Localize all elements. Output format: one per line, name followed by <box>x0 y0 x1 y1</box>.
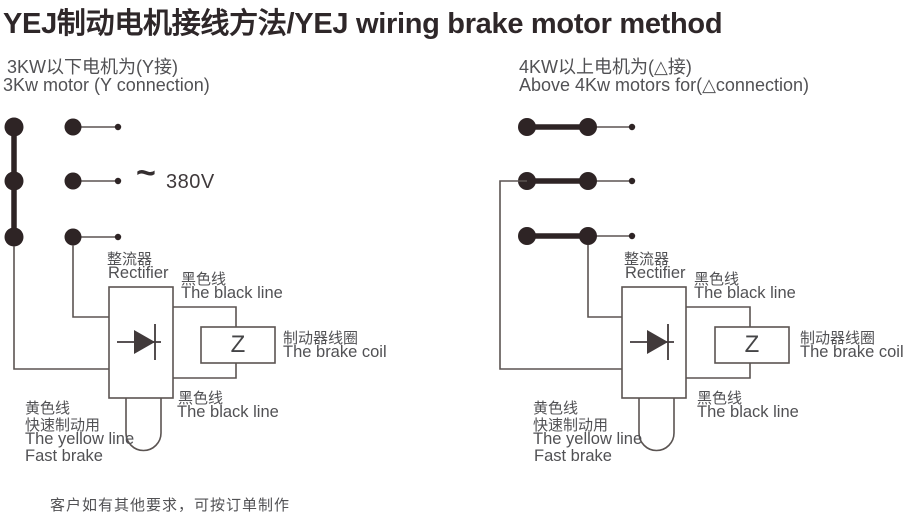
left-yellow-line-label-zh: 黄色线 <box>25 400 71 417</box>
right-brake-coil-label-en: The brake coil <box>800 343 904 361</box>
left-brake-coil-label-en: The brake coil <box>283 343 387 361</box>
left-yellow-line-use-label-zh: 快速制动用 <box>25 417 101 434</box>
right-heading-zh: 4KW以上电机为(△接) <box>519 57 692 77</box>
brake-coil-box <box>714 326 790 364</box>
right-black-line-bottom-label-zh: 黑色线 <box>697 390 743 407</box>
left-yellow-line-use-label-en: Fast brake <box>25 447 103 465</box>
brake-coil-box <box>200 326 276 364</box>
left-heading-zh: 3KW以下电机为(Y接) <box>7 57 178 77</box>
black-line-top-wire <box>173 306 237 327</box>
y-connection-diagram <box>4 117 276 452</box>
footer-note: 客户如有其他要求，可按订单制作 <box>50 497 291 514</box>
black-line-bottom-wire <box>173 363 237 379</box>
right-yellow-line-use-label-zh: 快速制动用 <box>533 417 609 434</box>
right-heading-en: Above 4Kw motors for(△connection) <box>519 75 809 95</box>
left-black-line-bottom-label-zh: 黑色线 <box>178 390 224 407</box>
left-yellow-line-label-en: The yellow line <box>25 430 135 448</box>
ac-symbol: ~ <box>136 154 156 192</box>
wire-terminal-to-rectifier-top <box>72 245 109 318</box>
left-black-line-top-label-zh: 黑色线 <box>181 271 227 288</box>
voltage-label: 380V <box>166 171 215 193</box>
right-black-line-top-label-en: The black line <box>694 284 796 302</box>
black-line-bottom-wire <box>686 363 751 379</box>
right-yellow-line-use-label-en: Fast brake <box>534 447 612 465</box>
left-brake-coil-mark: Z <box>230 331 246 358</box>
left-black-line-top-label-en: The black line <box>181 284 283 302</box>
delta-shorting-bars <box>527 124 588 239</box>
right-black-line-top-label-zh: 黑色线 <box>694 271 740 288</box>
right-rectifier-label-zh: 整流器 <box>624 251 670 268</box>
page-title: YEJ制动电机接线方法/YEJ wiring brake motor metho… <box>3 8 723 40</box>
left-heading-en: 3Kw motor (Y connection) <box>3 75 210 95</box>
left-rectifier-label-zh: 整流器 <box>107 251 153 268</box>
right-brake-coil-label-zh: 制动器线圈 <box>800 330 876 347</box>
left-black-line-bottom-label-en: The black line <box>177 403 279 421</box>
wire-terminal-to-rectifier-top <box>587 245 622 318</box>
black-line-top-wire <box>686 306 751 327</box>
right-black-line-bottom-label-en: The black line <box>697 403 799 421</box>
right-rectifier-label-en: Rectifier <box>625 264 686 282</box>
right-yellow-line-label-en: The yellow line <box>533 430 643 448</box>
terminal-dots <box>518 118 636 245</box>
wire-terminal-to-rectifier-bottom <box>499 180 622 370</box>
delta-connection-diagram <box>499 118 790 452</box>
wire-terminal-to-rectifier-bottom <box>13 246 109 370</box>
right-brake-coil-mark: Z <box>744 331 760 358</box>
terminal-dots <box>4 117 122 247</box>
diode-icon <box>117 324 161 360</box>
diode-icon <box>630 324 674 360</box>
yellow-line-loop <box>638 398 675 452</box>
left-rectifier-label-en: Rectifier <box>108 264 169 282</box>
right-yellow-line-label-zh: 黄色线 <box>533 400 579 417</box>
left-brake-coil-label-zh: 制动器线圈 <box>283 330 359 347</box>
yellow-line-loop <box>125 398 162 452</box>
